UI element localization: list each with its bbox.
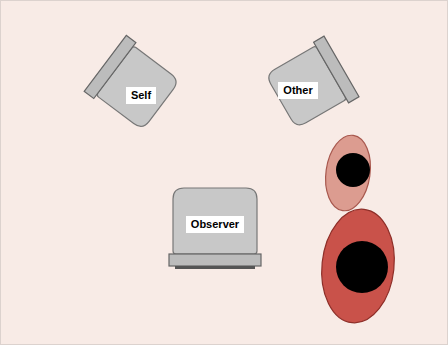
large-person bbox=[316, 206, 400, 327]
chair: Self bbox=[87, 37, 189, 139]
small-person bbox=[321, 132, 375, 213]
chair: Other bbox=[255, 36, 357, 138]
chair-label: Other bbox=[278, 82, 317, 99]
chair-label: Observer bbox=[186, 216, 244, 233]
chair-label: Self bbox=[126, 87, 156, 104]
chair: Observer bbox=[153, 159, 277, 283]
